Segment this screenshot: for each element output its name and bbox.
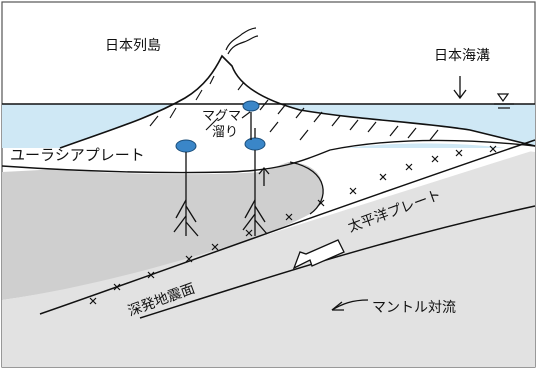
hollow-arrow-left-icon [292, 239, 345, 270]
accretionary-hatching [259, 99, 439, 141]
magma-roots-right [242, 112, 268, 236]
mantle-arrow-head [331, 301, 344, 311]
arrow-up-icon [258, 166, 270, 186]
label-magma-pool: 溜り [212, 125, 238, 140]
label-magma: マグマ [202, 109, 241, 124]
arrow-down-icon [453, 76, 467, 100]
magma-roots-left [173, 152, 199, 237]
mantle-wedge-boundary [289, 161, 324, 215]
volcano-smoke-2 [225, 27, 257, 51]
magma-pointer-left [205, 117, 219, 131]
land-surface-line [59, 54, 536, 149]
mantle-region [2, 150, 535, 367]
slab-top-line [39, 139, 536, 315]
magma-pointer-top [241, 111, 251, 119]
magma-chamber-left [175, 139, 197, 153]
label-japan-trench: 日本海溝 [434, 48, 490, 64]
eurasian-plate-boundary [1, 139, 536, 174]
magma-chamber-right [244, 137, 266, 151]
magma-chamber-top [242, 100, 260, 112]
earthquake-marks [89, 145, 497, 305]
mountain-hatching [149, 75, 245, 127]
label-eurasian-plate: ユーラシアプレート [10, 146, 145, 164]
label-japan-islands: 日本列島 [105, 38, 161, 54]
label-mantle-convection: マントル対流 [372, 300, 456, 316]
sea-level-symbol-icon [494, 93, 514, 109]
volcano-smoke-1 [227, 35, 259, 55]
mantle-wedge [2, 161, 324, 300]
